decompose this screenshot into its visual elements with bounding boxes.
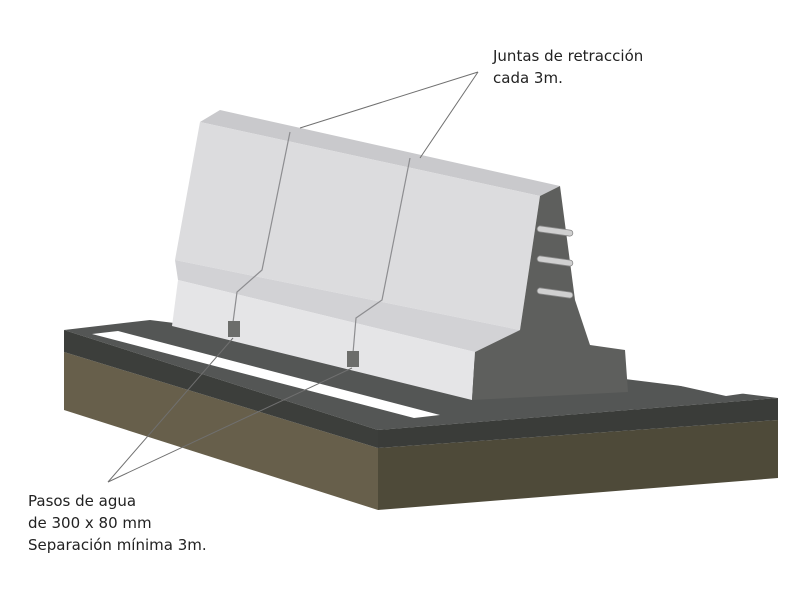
- label-drains-line-3: Separación mínima 3m.: [28, 536, 207, 554]
- asphalt-front-edge: [64, 330, 378, 448]
- leader-line-joints-1: [299, 71, 479, 129]
- anchor-slot-2: [536, 255, 574, 267]
- leader-line-drains-2: [107, 367, 353, 483]
- leader-line-joints-2: [419, 71, 479, 159]
- barrier-top: [200, 110, 560, 196]
- soil-right-face: [378, 420, 778, 510]
- label-joints-line-1: Juntas de retracción: [493, 47, 644, 65]
- anchor-slot-1: [536, 225, 574, 237]
- label-water-passages: Pasos de agua de 300 x 80 mm Separación …: [28, 490, 207, 556]
- drain-opening-icon: [228, 321, 359, 367]
- drain-opening-2: [347, 351, 359, 367]
- label-joints-line-2: cada 3m.: [493, 69, 563, 87]
- contraction-joint-2: [351, 157, 411, 366]
- barrier-front-upper: [175, 122, 540, 330]
- barrier-front-base: [172, 280, 475, 400]
- label-drains-line-2: de 300 x 80 mm: [28, 514, 152, 532]
- leader-line-drains-1: [107, 337, 234, 483]
- horizontal-slot-icon: [536, 225, 574, 299]
- drain-opening-1: [228, 321, 240, 337]
- barrier-sloped-band: [175, 260, 520, 352]
- road-marking-left: [92, 331, 440, 418]
- contraction-joint-1: [231, 131, 291, 331]
- label-contraction-joints: Juntas de retracción cada 3m.: [493, 45, 643, 89]
- label-drains-line-1: Pasos de agua: [28, 492, 137, 510]
- soil-front-face: [64, 352, 378, 510]
- road-marking-right: [600, 365, 754, 396]
- asphalt-right-edge: [378, 398, 778, 448]
- anchor-slot-3: [536, 287, 574, 299]
